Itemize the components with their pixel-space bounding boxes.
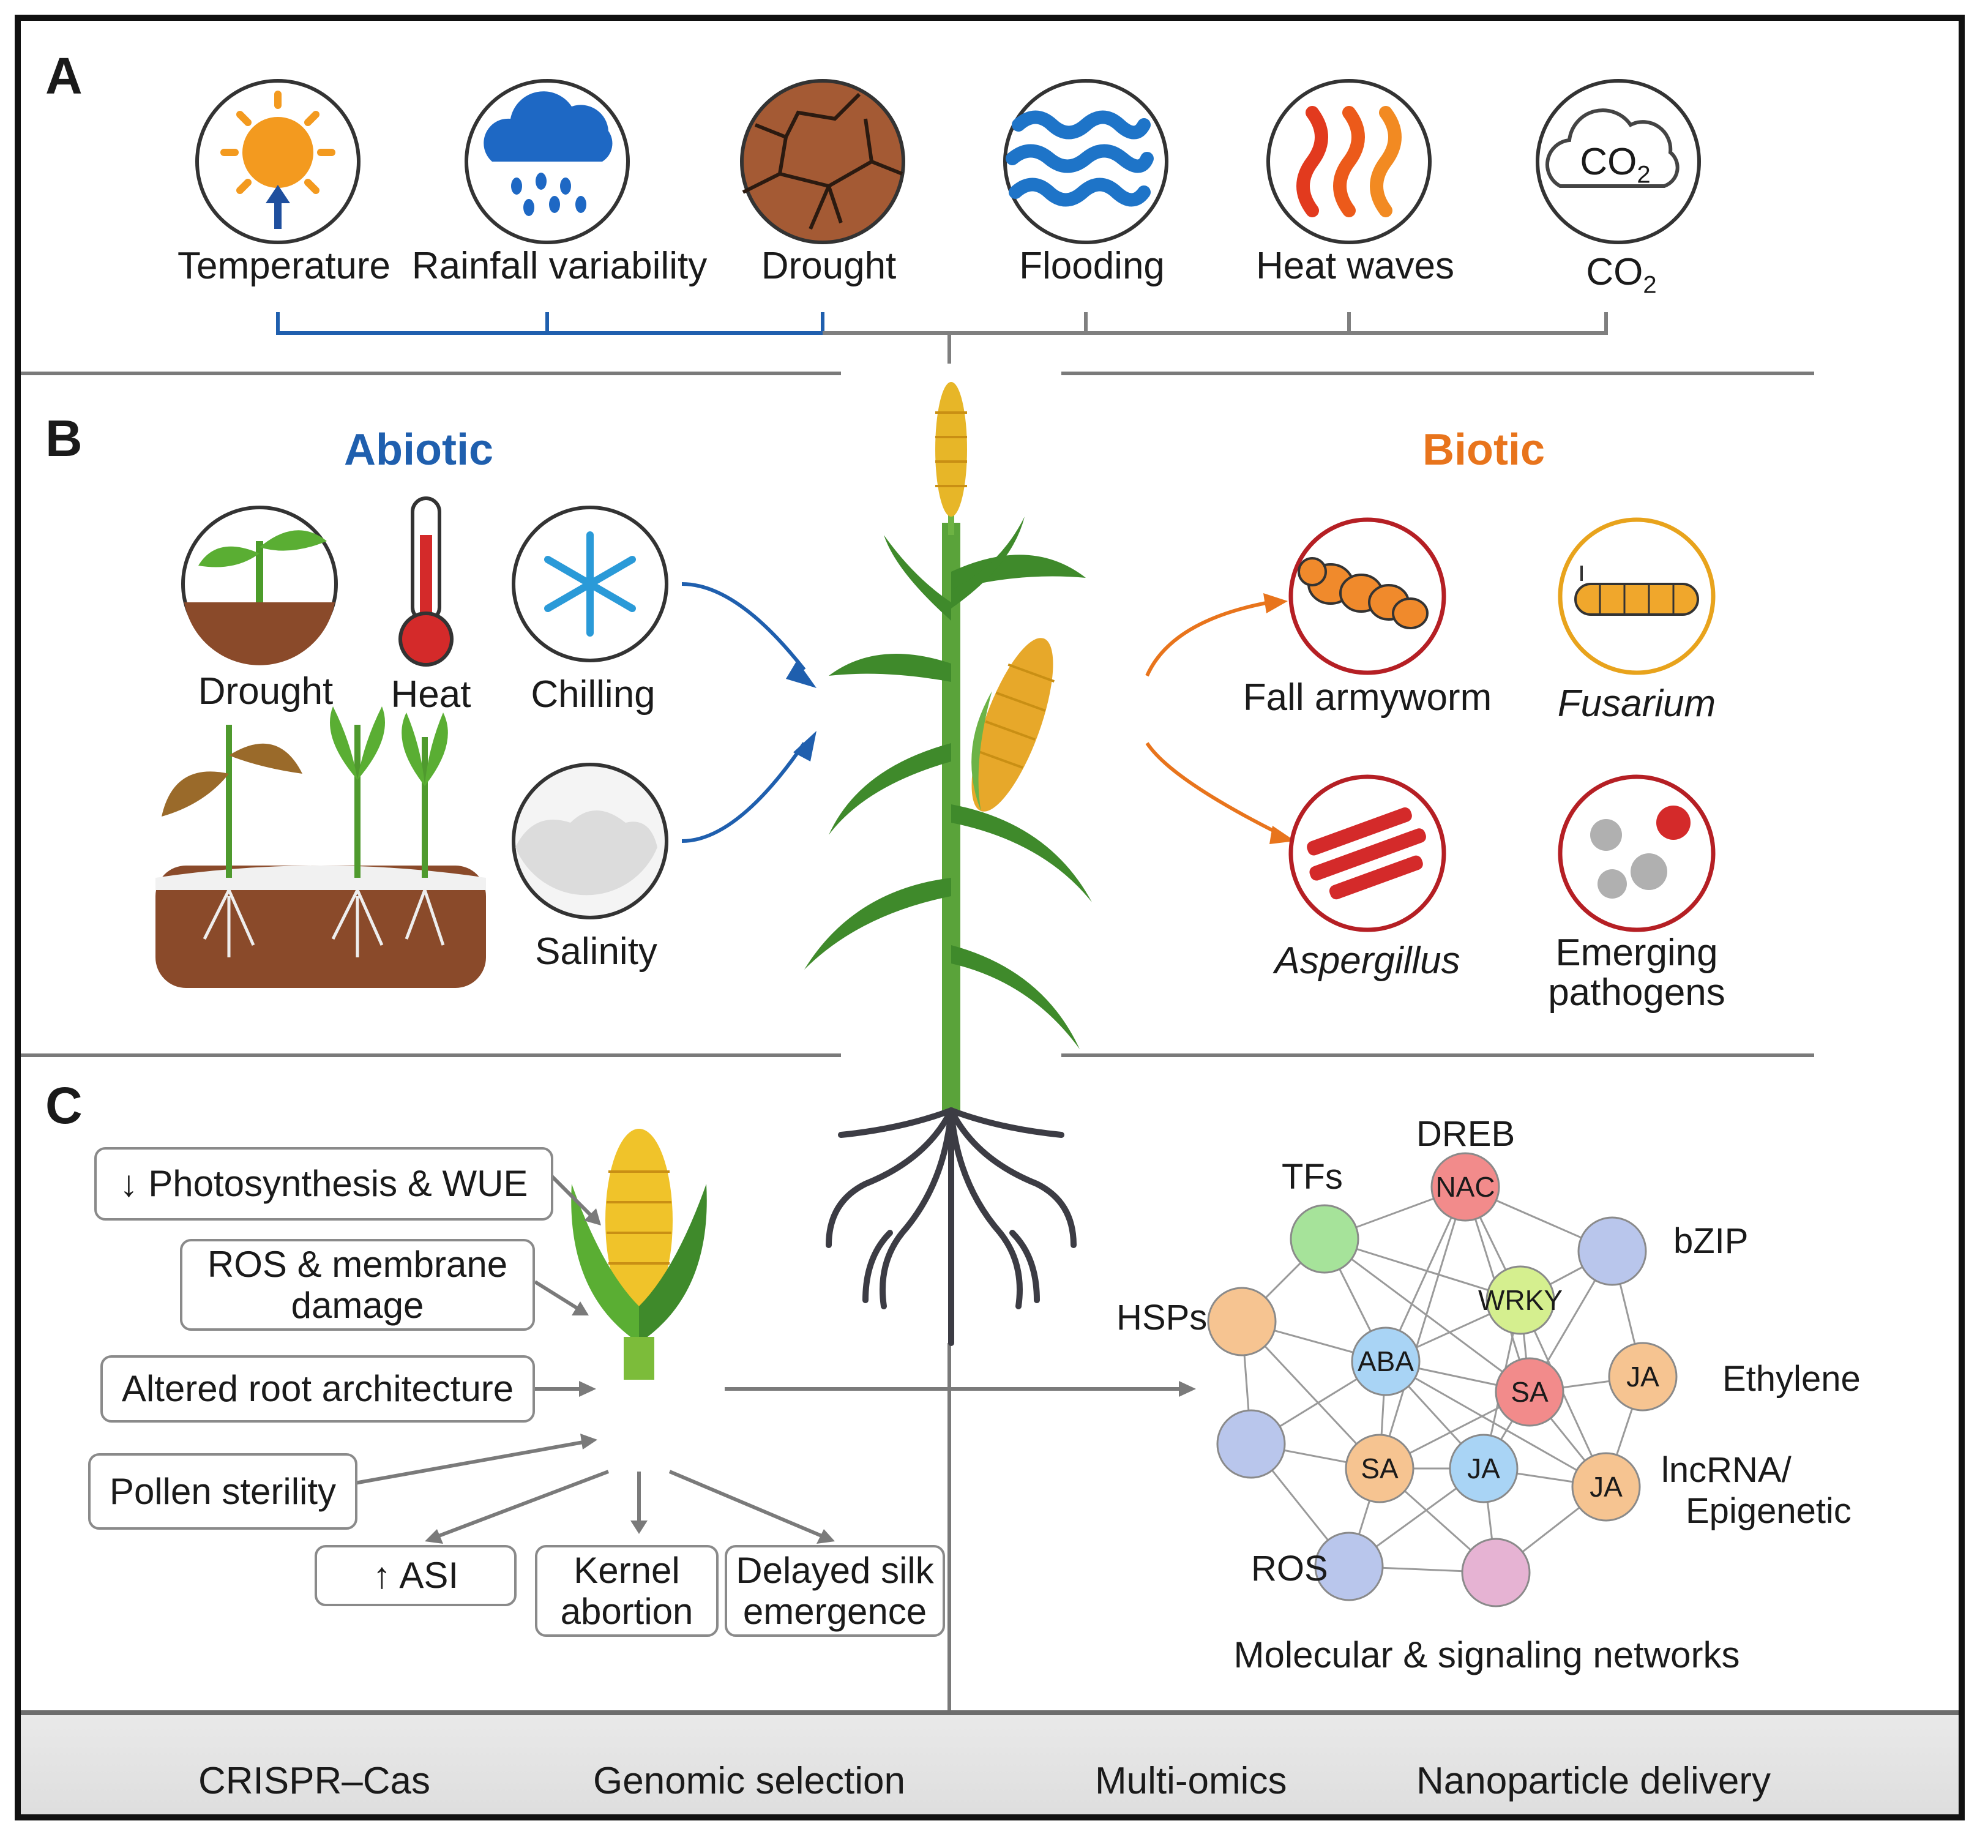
network-node-label-wrky: WRKY	[1478, 1284, 1563, 1316]
abiotic-label-salinity: Salinity	[535, 930, 657, 973]
network-nodes	[1207, 1152, 1678, 1607]
panel-c-arrowheads	[425, 1208, 1196, 1544]
section-separators	[21, 372, 1814, 1710]
climate-label-flooding: Flooding	[1019, 245, 1165, 287]
panel-c-arrows	[351, 1170, 1184, 1541]
network-node-label-ja1: JA	[1626, 1361, 1659, 1393]
network-node-label-ja2: JA	[1467, 1453, 1500, 1484]
network-edge	[1385, 1360, 1607, 1488]
panel-b-letter: B	[45, 410, 83, 467]
network-node-sa2	[1345, 1434, 1414, 1503]
climate-label-rainfall: Rainfall variability	[411, 245, 708, 287]
technology-toolbar	[21, 1710, 1959, 1814]
snowflake-icon	[512, 506, 668, 662]
network-label-lncrna-epigenetic: lncRNA/Epigenetic	[1661, 1450, 1852, 1531]
co2-cloud-icon	[1536, 79, 1701, 244]
network-node-blue2	[1216, 1409, 1286, 1479]
effect-asi: ↑ ASI	[315, 1545, 517, 1606]
climate-label-drought: Drought	[761, 245, 897, 287]
effect-photosynthesis-wue: ↓ Photosynthesis & WUE	[94, 1147, 553, 1221]
network-label-bzip: bZIP	[1673, 1221, 1749, 1261]
network-node-ja2	[1449, 1434, 1519, 1503]
seedling-soil-icon	[181, 506, 338, 665]
biotic-label-aspergillus: Aspergillus	[1274, 940, 1460, 982]
maize-plant-illustration	[804, 382, 1092, 1346]
network-edge	[1378, 1186, 1467, 1469]
abiotic-label-drought: Drought	[198, 670, 334, 713]
biotic-label-fusarium: Fusarium	[1557, 683, 1716, 725]
abiotic-label-heat: Heat	[390, 673, 471, 716]
network-node-hsps	[1207, 1287, 1277, 1356]
network-node-label-sa2: SA	[1361, 1453, 1399, 1484]
network-edge	[1324, 1238, 1530, 1393]
abiotic-heading: Abiotic	[344, 425, 493, 474]
heat-waves-icon	[1266, 79, 1432, 244]
tool-label-genomic-selection: Genomic selection	[593, 1760, 906, 1802]
biotic-label-fall-armyworm: Fall armyworm	[1242, 676, 1492, 719]
panel-a-connectors	[276, 312, 1608, 364]
figure-frame: A B C Temperature Rainfall variability D…	[15, 15, 1965, 1820]
tool-label-multi-omics: Multi-omics	[1095, 1760, 1287, 1802]
network-node-wrky	[1485, 1265, 1555, 1335]
biotic-heading: Biotic	[1422, 425, 1545, 474]
stressed-plants-illustration	[155, 706, 486, 988]
armyworm-icon	[1288, 517, 1446, 675]
network-node-pink	[1461, 1538, 1531, 1607]
figure-artwork	[21, 79, 1814, 1814]
network-node-tfs	[1290, 1204, 1359, 1274]
panel-c-letter: C	[45, 1077, 83, 1134]
climate-label-heat-waves: Heat waves	[1256, 245, 1454, 287]
effect-pollen-sterility: Pollen sterility	[88, 1453, 357, 1530]
network-node-label-aba: ABA	[1357, 1345, 1414, 1377]
network-label-ros: ROS	[1251, 1549, 1328, 1588]
network-node-label-sa1: SA	[1511, 1376, 1549, 1408]
co2-icon-text: CO2	[1580, 141, 1651, 189]
aspergillus-icon	[1288, 774, 1446, 932]
network-node-ros	[1314, 1532, 1384, 1601]
salt-crust-icon	[512, 763, 668, 919]
network-caption: Molecular & signaling networks	[1233, 1634, 1740, 1675]
network-node-label-nac: NAC	[1435, 1171, 1495, 1203]
climate-label-temperature: Temperature	[177, 245, 391, 287]
cracked-soil-icon	[740, 79, 905, 244]
network-node-nac	[1430, 1152, 1500, 1222]
water-waves-icon	[1003, 79, 1168, 244]
effect-altered-root-architecture: Altered root architecture	[100, 1355, 535, 1423]
abiotic-label-chilling: Chilling	[531, 673, 656, 716]
network-label-ethylene: Ethylene	[1722, 1359, 1861, 1399]
rain-cloud-icon	[465, 79, 630, 244]
network-node-aba	[1351, 1326, 1421, 1396]
panel-a-letter: A	[45, 47, 83, 105]
fusarium-icon	[1558, 517, 1716, 675]
pathogen-spores-icon	[1558, 774, 1716, 932]
network-node-bzip	[1577, 1216, 1647, 1286]
abiotic-arrows	[681, 582, 806, 843]
sun-rising-temperature-icon	[195, 79, 361, 244]
tool-label-crispr: CRISPR–Cas	[198, 1760, 430, 1802]
tool-label-nanoparticle-delivery: Nanoparticle delivery	[1416, 1760, 1771, 1802]
network-node-label-ja3: JA	[1590, 1471, 1623, 1503]
thermometer-icon	[398, 496, 454, 667]
network-label-hsps: HSPs	[1116, 1298, 1208, 1337]
corn-ear-illustration	[571, 1129, 707, 1380]
network-label-dreb: DREB	[1416, 1114, 1515, 1154]
network-node-sa1	[1495, 1357, 1564, 1427]
biotic-arrows	[1145, 600, 1283, 837]
climate-label-co2: CO2	[1586, 251, 1657, 299]
network-node-ja1	[1608, 1342, 1678, 1412]
network-node-ja3	[1571, 1452, 1641, 1522]
network-label-tfs: TFs	[1282, 1157, 1343, 1197]
